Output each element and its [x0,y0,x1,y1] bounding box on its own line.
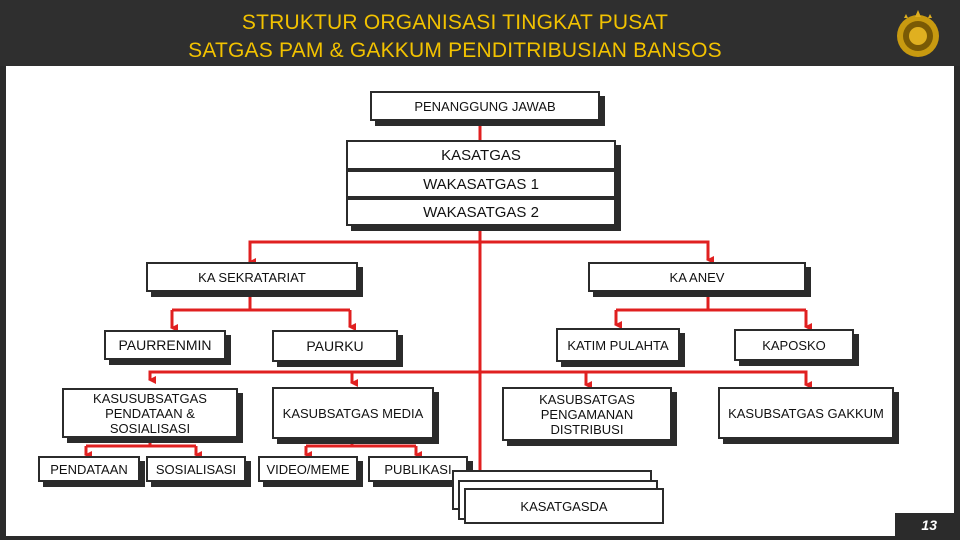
box-publikasi: PUBLIKASI [368,456,468,482]
box-wakasatgas-2: WAKASATGAS 2 [346,198,616,226]
box-penanggung-jawab: PENANGGUNG JAWAB [370,91,600,121]
box-kasubsatgas-pengamanan: KASUBSATGAS PENGAMANAN DISTRIBUSI [502,387,672,441]
box-video-meme: VIDEO/MEME [258,456,358,482]
page-number: 13 [921,517,937,533]
page-number-badge: 13 [895,513,955,540]
box-kasubsatgas-gakkum: KASUBSATGAS GAKKUM [718,387,894,439]
box-ka-anev: KA ANEV [588,262,806,292]
page-title: STRUKTUR ORGANISASI TINGKAT PUSAT SATGAS… [0,9,910,65]
header-bar [0,0,960,66]
title-line-1: STRUKTUR ORGANISASI TINGKAT PUSAT [241,11,669,34]
title-line-2: SATGAS PAM & GAKKUM PENDITRIBUSIAN BANSO… [188,39,722,62]
box-kaposko: KAPOSKO [734,329,854,361]
box-sosialisasi: SOSIALISASI [146,456,246,482]
box-paurrenmin: PAURRENMIN [104,330,226,360]
box-ka-sekratariat: KA SEKRATARIAT [146,262,358,292]
box-pendataan: PENDATAAN [38,456,140,482]
box-katim-pulahta: KATIM PULAHTA [556,328,680,362]
box-kasatgasda: KASATGASDA [464,488,664,524]
police-emblem-icon [897,10,939,57]
box-wakasatgas-1: WAKASATGAS 1 [346,170,616,198]
box-kasusubsatgas: KASUSUBSATGAS PENDATAAN & SOSIALISASI [62,388,238,438]
box-kasatgas: KASATGAS [346,140,616,170]
box-paurku: PAURKU [272,330,398,362]
box-kasubsatgas-media: KASUBSATGAS MEDIA [272,387,434,439]
